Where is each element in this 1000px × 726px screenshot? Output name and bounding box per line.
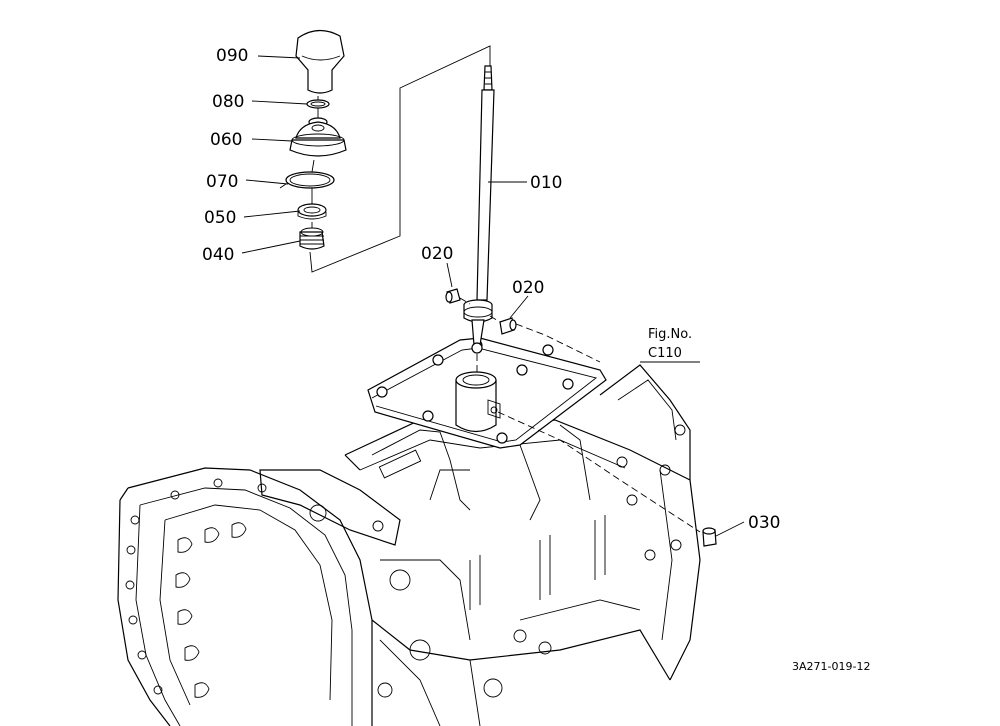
- lever-boot: [289, 117, 347, 157]
- callout-060: 060: [210, 130, 242, 150]
- callout-020-left: 020: [421, 244, 453, 264]
- spring-pin-right: [489, 315, 601, 363]
- snap-ring: [306, 99, 330, 109]
- drain-plug: [497, 411, 717, 547]
- figure-ref-number: C110: [648, 346, 682, 361]
- callout-020-right: 020: [512, 278, 544, 298]
- flange-bolt-holes: [125, 478, 267, 695]
- knob-assembly: [279, 29, 491, 273]
- shift-knob: [295, 29, 345, 94]
- lever-spring: [299, 227, 325, 250]
- spring-pin-left: [445, 288, 471, 305]
- drawing-code: 3A271-019-12: [792, 660, 870, 673]
- callout-050: 050: [204, 208, 236, 228]
- boot-band: [279, 171, 335, 189]
- callout-080: 080: [212, 92, 244, 112]
- callout-090: 090: [216, 46, 248, 66]
- leader-lines: [241, 55, 745, 537]
- callout-040: 040: [202, 245, 234, 265]
- shift-lever-rod: [463, 65, 495, 372]
- shift-tower: [455, 371, 501, 433]
- figure-reference: Fig.No. C110: [648, 327, 692, 361]
- callout-030: 030: [748, 513, 780, 533]
- figure-ref-label: Fig.No.: [648, 327, 692, 342]
- callout-010: 010: [530, 173, 562, 193]
- callout-070: 070: [206, 172, 238, 192]
- seal-ring: [297, 203, 327, 220]
- flange-cutouts: [175, 522, 247, 698]
- callout-labels: 090 080 060 070 050 040 010 020 020 030: [202, 46, 780, 533]
